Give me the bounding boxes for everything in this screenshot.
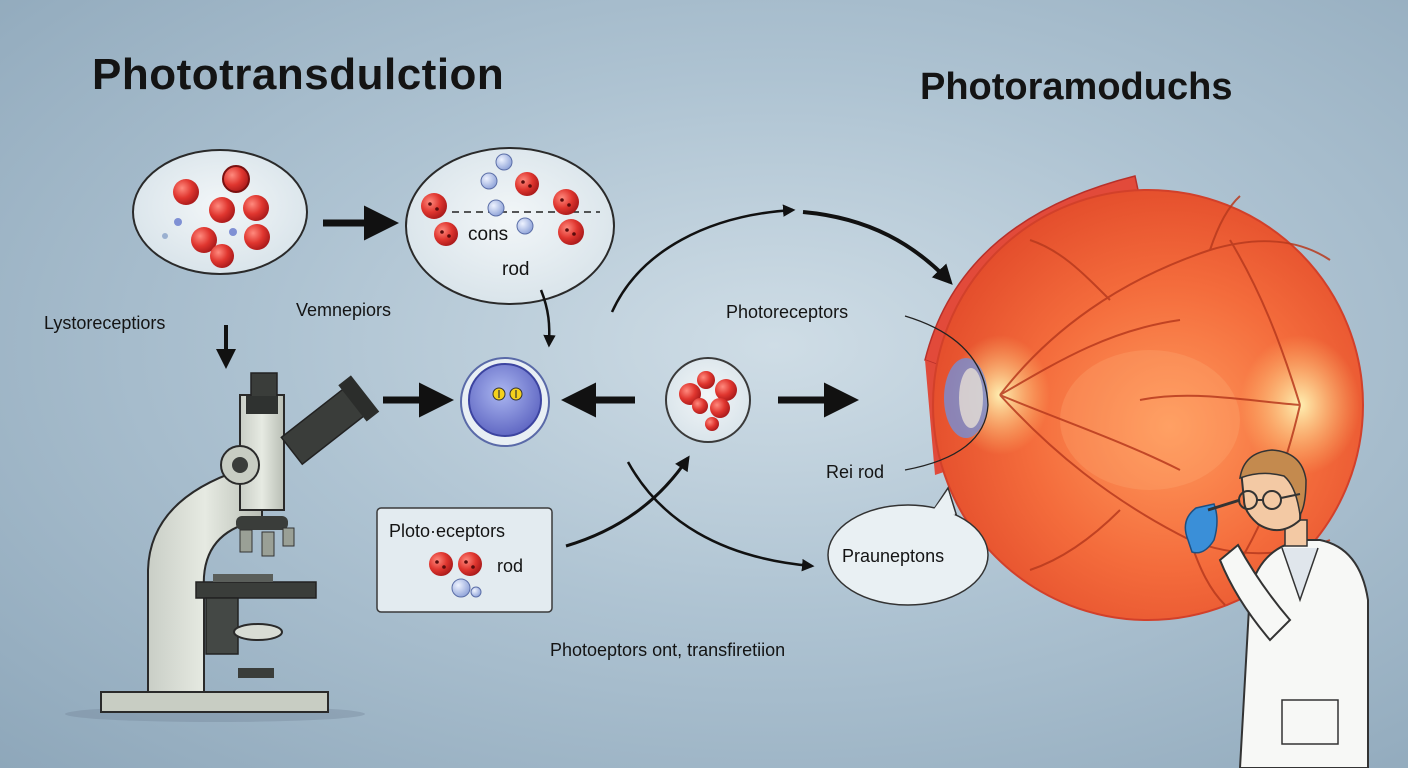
box-title: Ploto·eceptors (389, 521, 506, 541)
curve-arrow-box-up (565, 455, 690, 548)
speech-bubble (827, 486, 989, 606)
label-cons: cons (468, 224, 509, 245)
bubble-label: Prauneptons (842, 546, 945, 566)
label-lystoreceptiors: Lystoreceptiors (44, 313, 166, 333)
title-right: Photoramoduchs (920, 66, 1233, 108)
photoreceptor-box (376, 507, 553, 613)
box-label-rod: rod (497, 556, 524, 576)
label-photoreceptors: Photoreceptors (726, 302, 849, 322)
label-vemnepiors: Vemnepiors (296, 300, 392, 320)
microscope-illustration (65, 372, 380, 722)
curve-arrow-to-bubble (626, 461, 815, 572)
label-rod-top: rod (502, 259, 530, 280)
red-cell-cluster (665, 357, 751, 443)
title-left: Phototransdulction (92, 50, 505, 99)
scientist-illustration (1184, 449, 1369, 768)
curve-arrow-up (610, 204, 796, 313)
top-left-cell-bubble (132, 149, 308, 275)
central-cell (460, 357, 550, 447)
bottom-caption: Photoeptors ont, transfiretiion (550, 640, 786, 660)
curve-arrow-to-retina (802, 210, 953, 285)
cones-rods-bubble (405, 147, 615, 305)
arrow-down-to-nucleus (539, 289, 556, 348)
label-rei-rod: Rei rod (826, 462, 885, 482)
